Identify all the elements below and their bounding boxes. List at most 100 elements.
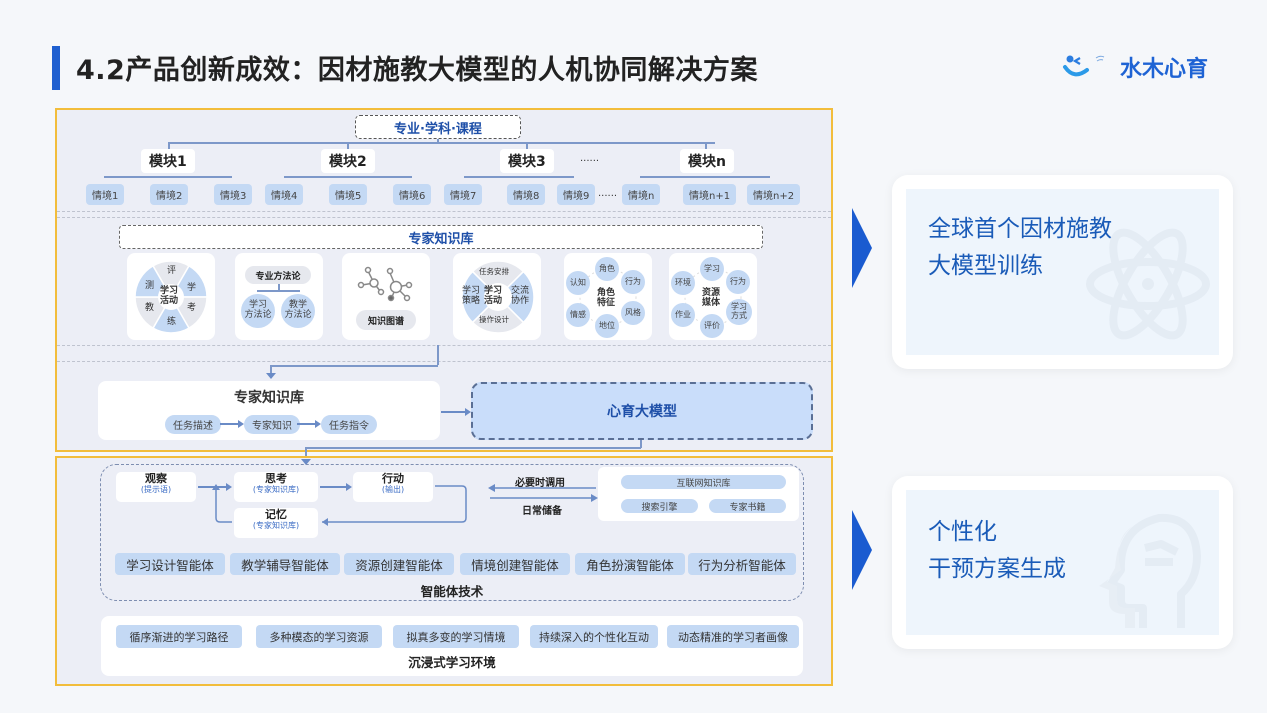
module-n: 模块n — [680, 149, 734, 173]
activity-right: 交流 协作 — [511, 286, 530, 307]
pipeline-step: 任务描述 — [165, 415, 221, 434]
agent-chip: 资源创建智能体 — [344, 553, 454, 575]
scene-item: 情境7 — [444, 184, 483, 205]
source-search-engine: 搜索引擎 — [621, 499, 698, 513]
source-internet-kb: 互联网知识库 — [621, 475, 786, 489]
learning-activity-wheel-card: 学习 活动 评 学 考 练 教 测 — [127, 253, 215, 340]
role-features-card: 角色 特征 角色 行为 风格 地位 情感 认知 — [564, 253, 652, 340]
activity-bottom: 操作设计 — [479, 315, 509, 324]
arrow-right-icon — [198, 483, 232, 490]
agent-chip: 情境创建智能体 — [460, 553, 570, 575]
scene-item: 情境8 — [507, 184, 546, 205]
environment-chip: 动态精准的学习者画像 — [667, 625, 799, 648]
arrow-right-icon — [220, 420, 244, 427]
scene-item: 情境3 — [214, 184, 253, 205]
arrow-right-icon — [297, 420, 321, 427]
methodology-card: 专业方法论 学习 方法论 教学 方法论 — [235, 253, 323, 340]
expert-kb-header: 专家知识库 — [119, 225, 763, 249]
module-ellipsis: ...... — [580, 153, 600, 164]
agent-chip: 教学辅导智能体 — [230, 553, 340, 575]
resource-media-card: 资源 媒体 学习 行为 学习 方式 评价 作业 环境 — [669, 253, 757, 340]
divider — [57, 345, 831, 346]
think-node: 思考(专家知识库) — [234, 472, 318, 502]
agent-chip: 行为分析智能体 — [688, 553, 796, 575]
wheel-segment-shape — [471, 295, 525, 334]
role-center: 角色 特征 — [597, 288, 616, 309]
resource-node: 学习 — [700, 257, 724, 281]
scene-item: 情境2 — [150, 184, 189, 205]
wheel-segment-shape — [461, 270, 500, 324]
scene-ellipsis: ...... — [598, 188, 618, 199]
scene-item: 情境n+2 — [747, 184, 801, 205]
resource-node: 学习 方式 — [726, 299, 752, 325]
scene-item: 情境5 — [329, 184, 368, 205]
source-expert-books: 专家书籍 — [709, 499, 786, 513]
scene-item: 情境9 — [557, 184, 596, 205]
pointer-arrow-icon — [852, 510, 872, 590]
wheel-center: 学习 活动 — [160, 286, 179, 307]
role-node: 行为 — [621, 270, 645, 294]
module-2: 模块2 — [321, 149, 375, 173]
wheel-icon — [134, 260, 208, 334]
agent-chip: 角色扮演智能体 — [575, 553, 685, 575]
graph-icon — [357, 266, 413, 302]
wheel-segment: 测 — [145, 281, 155, 291]
daily-reserve-label: 日常储备 — [522, 506, 562, 517]
environment-label: 沉浸式学习环境 — [408, 655, 496, 670]
divider — [57, 361, 831, 362]
outcome-card-1: 全球首个因材施教 大模型训练 — [892, 175, 1233, 369]
page-title: 4.2产品创新成效：因材施教大模型的人机协同解决方案 — [76, 55, 758, 86]
wheel-segment-shape — [471, 260, 525, 299]
role-node: 认知 — [566, 271, 590, 295]
bidirectional-arrows — [488, 484, 598, 502]
activity-left: 学习 策略 — [462, 286, 481, 307]
scene-item: 情境6 — [393, 184, 432, 205]
outcome-text: 全球首个因材施教 大模型训练 — [928, 216, 1112, 279]
atom-icon — [1086, 228, 1210, 340]
act-node: 行动(输出) — [353, 472, 433, 502]
wheel-segment-shape — [496, 270, 535, 324]
arrow-right-icon — [320, 483, 352, 490]
observe-node: 观察(提示语) — [116, 472, 196, 502]
loop-connector — [212, 484, 467, 526]
arrow-down-icon — [266, 373, 276, 379]
arrow-right-icon — [441, 408, 471, 415]
activity-wheel-icon — [461, 260, 535, 334]
methodology-left: 学习 方法论 — [241, 294, 275, 328]
wheel-segment: 学 — [187, 283, 197, 293]
module-3: 模块3 — [500, 149, 554, 173]
pipeline-step: 任务指令 — [321, 415, 377, 434]
head-icon — [1099, 513, 1201, 628]
divider — [57, 211, 831, 212]
role-node: 地位 — [595, 314, 619, 338]
agent-tech-label: 智能体技术 — [420, 584, 484, 599]
knowledge-graph-card: 知识图谱 — [342, 253, 430, 340]
outcome-text: 个性化 干预方案生成 — [928, 519, 1066, 582]
resource-node: 作业 — [671, 303, 695, 327]
environment-chip: 多种模态的学习资源 — [256, 625, 382, 648]
pointer-arrow-icon — [852, 208, 872, 288]
role-node: 角色 — [595, 257, 619, 281]
scene-item: 情境n — [622, 184, 661, 205]
methodology-top: 专业方法论 — [245, 266, 311, 284]
arrow-down-icon — [301, 459, 311, 465]
logo-icon — [1063, 55, 1105, 77]
course-root-node: 专业·学科·课程 — [355, 115, 521, 139]
scene-item: 情境n+1 — [683, 184, 737, 205]
call-when-needed-label: 必要时调用 — [515, 478, 565, 489]
scene-item: 情境1 — [86, 184, 125, 205]
resource-node: 行为 — [726, 270, 750, 294]
resource-node: 评价 — [700, 314, 724, 338]
environment-chip: 持续深入的个性化互动 — [530, 625, 658, 648]
methodology-right: 教学 方法论 — [281, 294, 315, 328]
role-node: 情感 — [566, 303, 590, 327]
xinyu-model-box: 心育大模型 — [471, 382, 813, 440]
wheel-segment: 评 — [167, 266, 177, 276]
logo: 水木心育 — [1062, 50, 1208, 84]
pipeline-step: 专家知识 — [244, 415, 300, 434]
agent-tech-frame — [100, 464, 804, 601]
activity-top: 任务安排 — [479, 267, 509, 276]
divider — [57, 217, 831, 218]
activity-center: 学习 活动 — [484, 286, 503, 307]
wheel-segment: 教 — [145, 303, 155, 313]
